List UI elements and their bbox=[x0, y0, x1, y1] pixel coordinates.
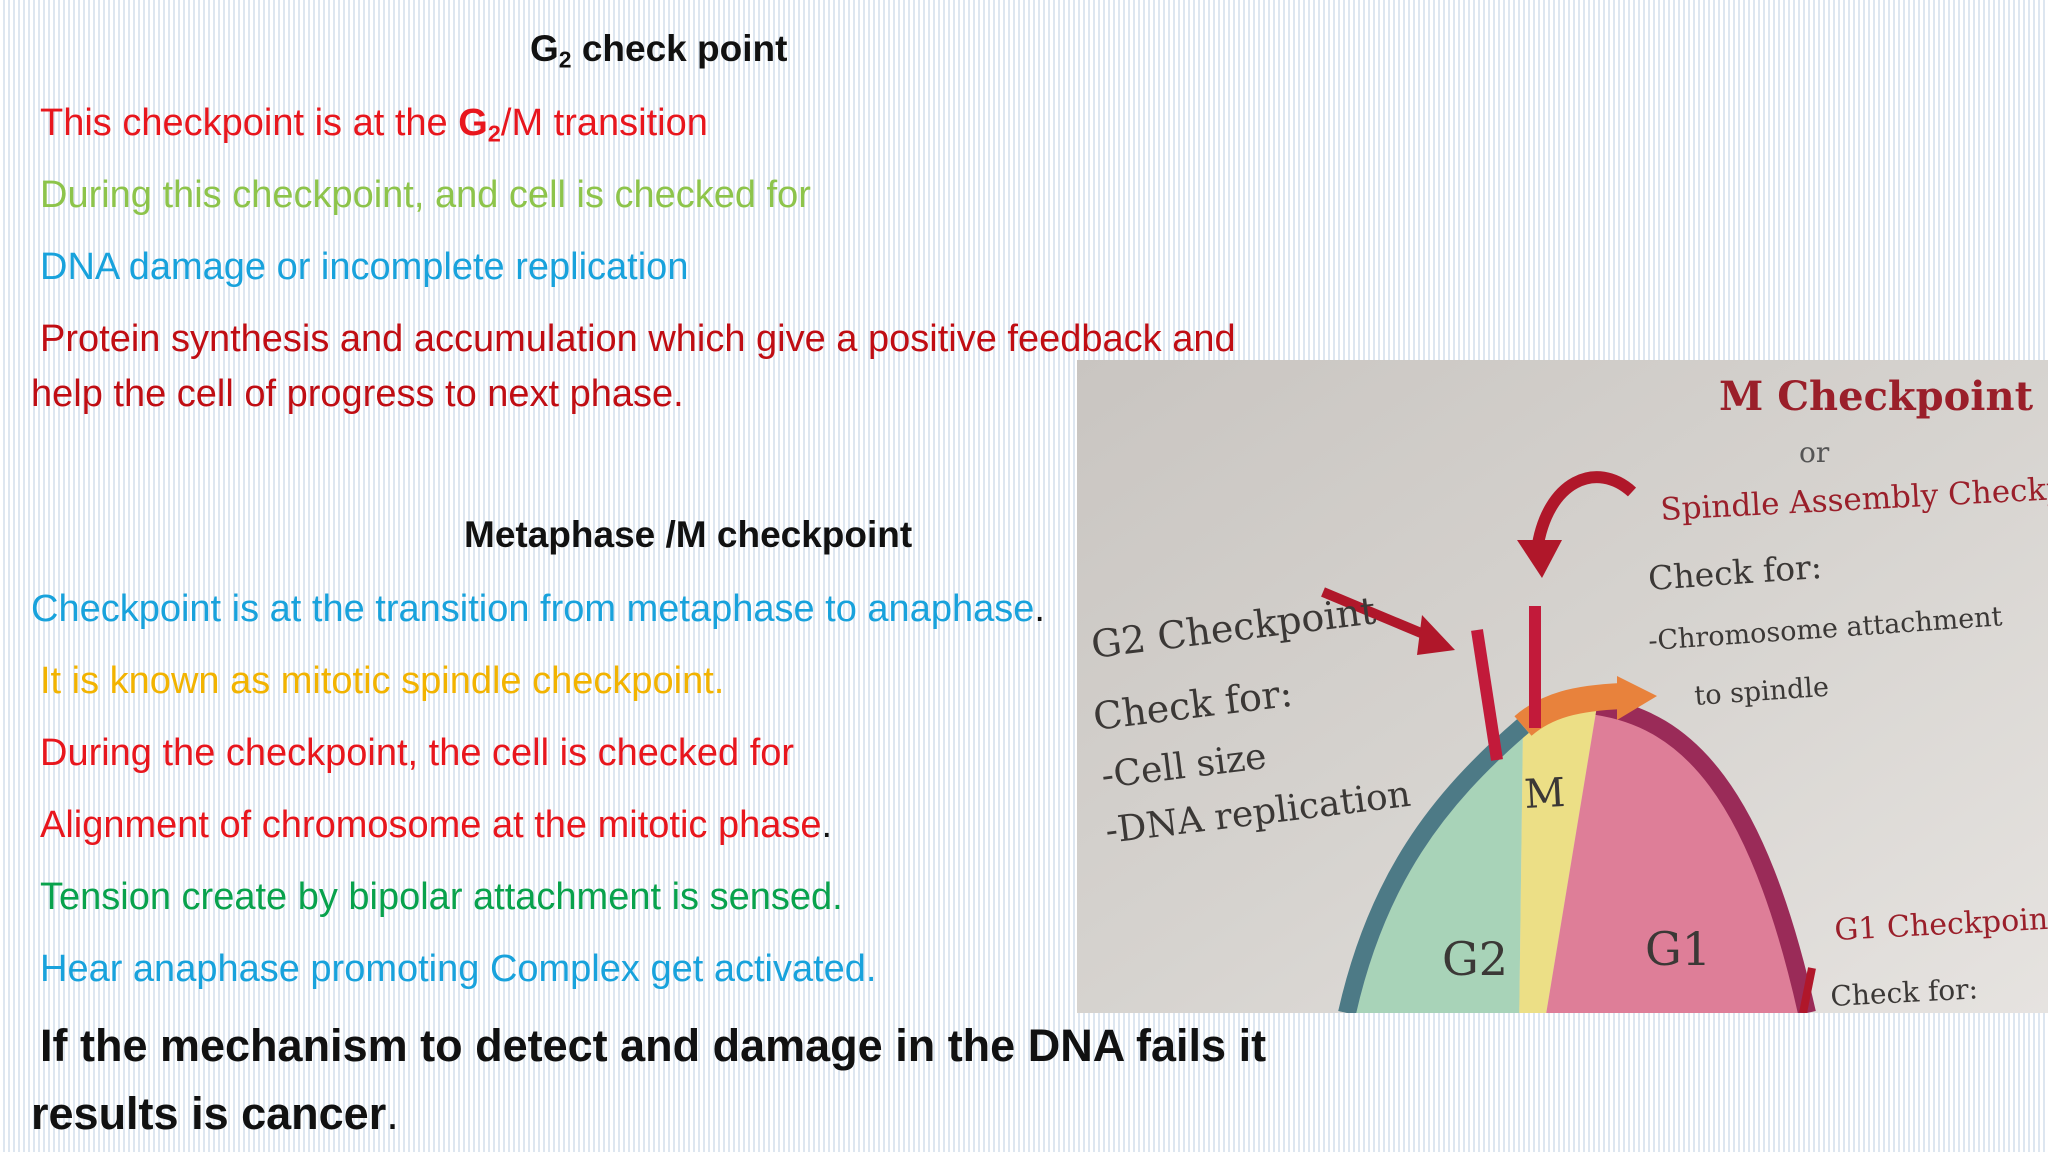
s1-line-2: During this checkpoint, and cell is chec… bbox=[40, 174, 811, 216]
cell-cycle-checkpoint-photo: M Checkpoint or Spindle Assembly Checkpo… bbox=[1077, 360, 2048, 1013]
s2-line-4-dot: . bbox=[821, 804, 833, 846]
m-wedge bbox=[1519, 706, 1597, 1013]
g1-arrow bbox=[1799, 967, 1816, 1013]
s1-line-1-g2: G2 bbox=[458, 102, 501, 147]
s2-line-1-dot: . bbox=[1034, 588, 1045, 630]
s1-g: G bbox=[458, 102, 488, 144]
arrows bbox=[1321, 471, 1816, 1013]
heading-subscript: 2 bbox=[558, 46, 572, 73]
conclusion-line-2: results is cancer. bbox=[31, 1080, 399, 1148]
g2-arrowhead bbox=[1417, 615, 1455, 655]
cell-cycle-diagram: M Checkpoint or Spindle Assembly Checkpo… bbox=[1077, 360, 2048, 1013]
s1-g-sub: 2 bbox=[487, 120, 501, 147]
s2-line-2: It is known as mitotic spindle checkpoin… bbox=[40, 660, 725, 702]
m-segment-label: M bbox=[1523, 770, 1566, 818]
s2-line-6: Hear anaphase promoting Complex get acti… bbox=[40, 948, 877, 990]
conclusion-line-2-text: results is cancer bbox=[31, 1088, 387, 1139]
s1-line-3: DNA damage or incomplete replication bbox=[40, 246, 689, 288]
g1-wedge bbox=[1546, 706, 1807, 1013]
conclusion-dot: . bbox=[386, 1088, 399, 1139]
g2-checkpoint-heading: G2 check point bbox=[530, 28, 788, 73]
s1-line-4b: help the cell of progress to next phase. bbox=[31, 373, 684, 415]
s1-line-1: This checkpoint is at the G2/M transitio… bbox=[40, 100, 708, 146]
m-checkpoint-title: M Checkpoint bbox=[1719, 373, 2034, 420]
g2-checkpoint-bar bbox=[1471, 629, 1503, 761]
m-arrowhead bbox=[1517, 540, 1562, 578]
g1-check-for: Check for: bbox=[1830, 972, 1979, 1013]
g1-segment-label: G1 bbox=[1645, 922, 1711, 976]
m-arrow bbox=[1531, 471, 1637, 551]
m-or-label: or bbox=[1799, 436, 1830, 469]
s2-line-3: During the checkpoint, the cell is check… bbox=[40, 732, 795, 774]
s1-line-1-text: This checkpoint is at the bbox=[40, 102, 459, 144]
s2-line-4-text: Alignment of chromosome at the mitotic p… bbox=[40, 804, 822, 846]
s1-line-1-rest: /M transition bbox=[500, 102, 708, 144]
conclusion-line-1: If the mechanism to detect and damage in… bbox=[40, 1020, 1267, 1071]
cycle-wedges bbox=[1338, 606, 1816, 1013]
g2-segment-label: G2 bbox=[1442, 932, 1508, 986]
s1-line-4a: Protein synthesis and accumulation which… bbox=[40, 318, 1236, 360]
heading-g: G bbox=[530, 28, 559, 69]
s2-line-4: Alignment of chromosome at the mitotic p… bbox=[40, 802, 832, 848]
g2-arrow bbox=[1321, 587, 1435, 643]
g1-arc bbox=[1595, 697, 1816, 1013]
s2-line-1-text: Checkpoint is at the transition from met… bbox=[31, 588, 1035, 630]
heading-rest: check point bbox=[571, 28, 788, 69]
s2-line-5: Tension create by bipolar attachment is … bbox=[40, 876, 843, 918]
g2-wedge bbox=[1347, 726, 1523, 1013]
m-arc-arrowhead bbox=[1617, 676, 1657, 720]
metaphase-checkpoint-heading: Metaphase /M checkpoint bbox=[464, 514, 913, 555]
s2-line-1: Checkpoint is at the transition from met… bbox=[31, 586, 1045, 632]
